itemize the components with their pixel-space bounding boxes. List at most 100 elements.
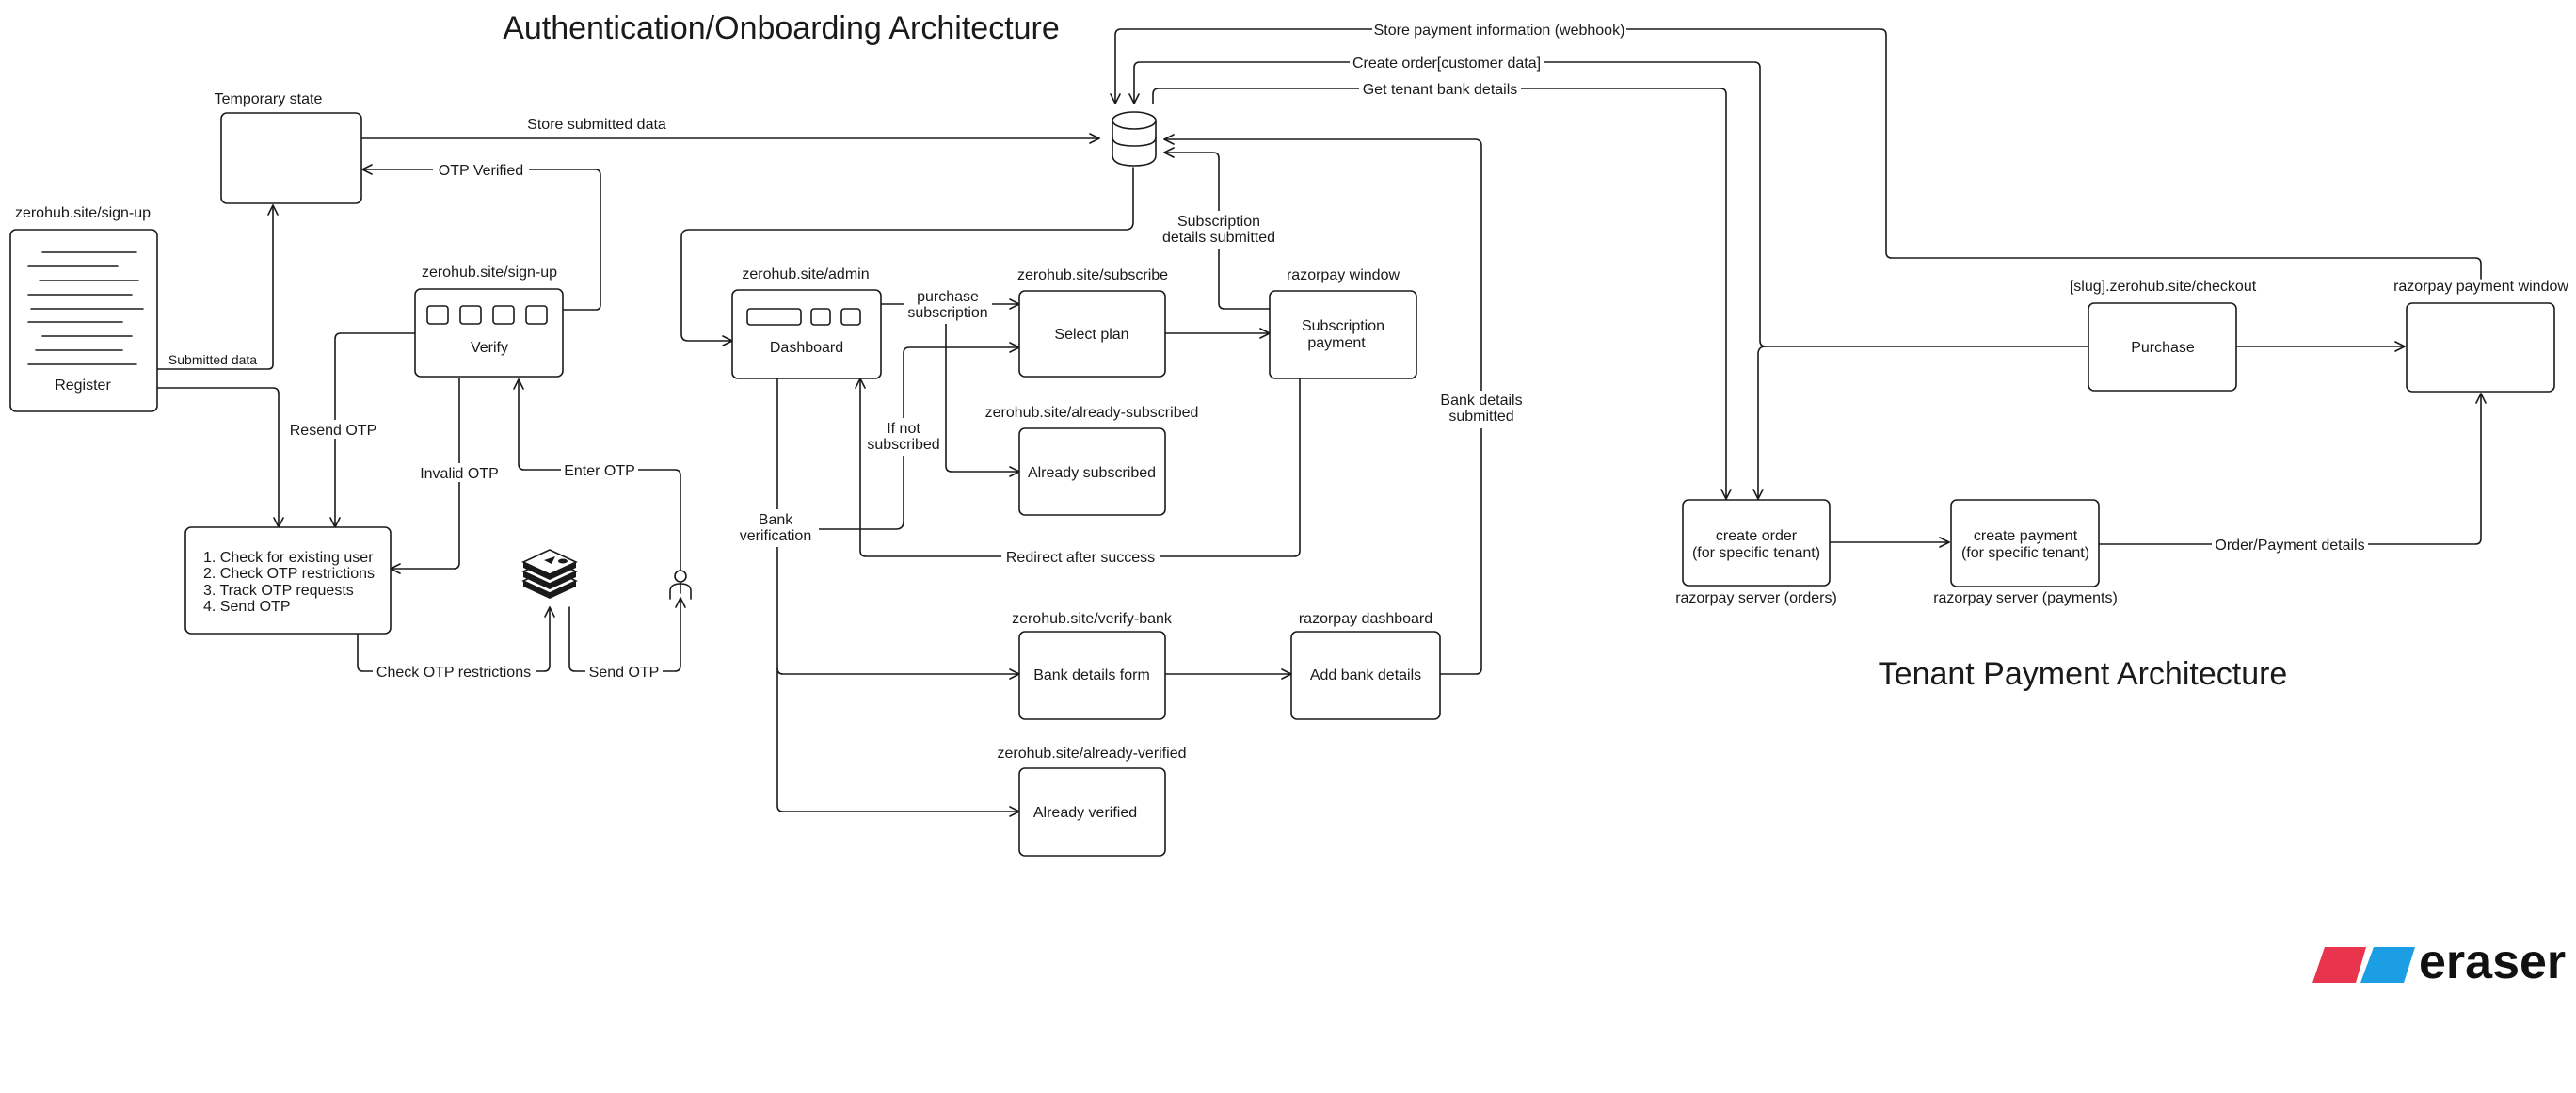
label-verification: verification <box>740 528 811 544</box>
database-icon <box>1112 111 1157 167</box>
label-purchase: purchase <box>917 289 979 305</box>
label-enter-otp: Enter OTP <box>564 463 635 479</box>
dashboard-label: Dashboard <box>770 340 843 356</box>
otp-input-icon <box>426 305 548 325</box>
edge-send-otp <box>568 597 686 672</box>
dashboard-caption: zerohub.site/admin <box>742 266 869 282</box>
eraser-logo: eraser <box>2312 935 2566 989</box>
verify-label: Verify <box>471 340 508 356</box>
redis-stack-icon <box>521 549 578 599</box>
verify-caption: zerohub.site/sign-up <box>422 265 557 281</box>
edges <box>156 28 2487 817</box>
payment-window-caption: razorpay payment window <box>2393 279 2568 295</box>
subscription-payment-node[interactable]: Subscription payment <box>1269 290 1417 379</box>
edge-store-payment-info <box>1110 28 2482 280</box>
already-subscribed-label: Already subscribed <box>1028 465 1156 481</box>
subscription-payment-label-1: Subscription <box>1302 318 1384 334</box>
label-subscription: subscription <box>907 305 987 321</box>
temporary-state-caption: Temporary state <box>215 91 323 107</box>
label-bank-details-submitted-2: submitted <box>1448 409 1513 425</box>
register-node[interactable]: Register <box>9 229 158 412</box>
edge-db-to-dashboard <box>680 167 1134 346</box>
create-order-label-2: (for specific tenant) <box>1692 545 1820 561</box>
edge-purchase-to-create-order <box>1752 346 1767 500</box>
checks-line-1: 1. Check for existing user <box>203 550 374 566</box>
user-icon <box>669 570 692 600</box>
create-payment-label-1: create payment <box>1974 528 2078 544</box>
tenant-architecture-title: Tenant Payment Architecture <box>1879 656 2288 692</box>
label-check-otp-restrictions: Check OTP restrictions <box>376 665 531 681</box>
label-get-tenant-bank-details: Get tenant bank details <box>1363 82 1518 98</box>
edge-register-to-checks <box>156 387 284 528</box>
add-bank-details-label: Add bank details <box>1310 667 1421 683</box>
verify-node[interactable]: Verify <box>414 288 564 378</box>
bank-form-caption: zerohub.site/verify-bank <box>1012 611 1173 627</box>
checks-line-2: 2. Check OTP restrictions <box>203 566 375 582</box>
register-caption: zerohub.site/sign-up <box>15 205 151 221</box>
purchase-label: Purchase <box>2131 340 2195 356</box>
create-order-caption: razorpay server (orders) <box>1675 590 1837 606</box>
logo-red-shape <box>2312 947 2366 983</box>
label-subscribed: subscribed <box>867 437 939 453</box>
subscription-payment-caption: razorpay window <box>1287 267 1400 283</box>
edge-labels: Submitted data Store submitted data OTP … <box>168 20 2368 681</box>
edge-get-tenant-bank-details <box>1152 88 1732 500</box>
label-submitted-data: Submitted data <box>168 352 257 367</box>
edge-to-already-subscribed <box>945 303 1020 477</box>
brand-wordmark: eraser <box>2419 935 2566 989</box>
purchase-node[interactable]: Purchase <box>2088 302 2237 392</box>
edge-resend-otp <box>329 332 416 528</box>
label-subscription-details-2: details submitted <box>1162 230 1275 246</box>
edge-otp-verified <box>361 164 601 311</box>
create-payment-label-2: (for specific tenant) <box>1961 545 2089 561</box>
checks-line-4: 4. Send OTP <box>203 599 291 615</box>
checks-line-3: 3. Track OTP requests <box>203 583 354 599</box>
add-bank-details-node[interactable]: Add bank details <box>1290 631 1441 720</box>
already-verified-label: Already verified <box>1033 805 1137 821</box>
label-if-not: If not <box>887 421 920 437</box>
payment-window-node[interactable] <box>2406 302 2555 393</box>
logo-blue-shape <box>2360 947 2415 983</box>
document-icon <box>27 251 144 365</box>
label-bank-details-submitted-1: Bank details <box>1440 393 1522 409</box>
bank-details-form-node[interactable]: Bank details form <box>1018 631 1166 720</box>
label-order-payment-details: Order/Payment details <box>2215 538 2364 554</box>
register-label: Register <box>55 378 111 394</box>
label-redirect-after-success: Redirect after success <box>1006 550 1155 566</box>
select-plan-label: Select plan <box>1054 327 1128 343</box>
already-verified-caption: zerohub.site/already-verified <box>998 746 1187 762</box>
edge-order-payment-details <box>2098 393 2487 545</box>
auth-architecture-title: Authentication/Onboarding Architecture <box>503 10 1060 46</box>
edge-invalid-otp <box>390 378 460 574</box>
temporary-state-node[interactable] <box>220 112 362 204</box>
label-subscription-details-1: Subscription <box>1177 214 1260 230</box>
label-resend-otp: Resend OTP <box>290 423 376 439</box>
already-verified-node[interactable]: Already verified <box>1018 767 1166 857</box>
create-order-label-1: create order <box>1716 528 1798 544</box>
bank-details-form-label: Bank details form <box>1033 667 1150 683</box>
select-plan-node[interactable]: Select plan <box>1018 290 1166 378</box>
create-payment-node[interactable]: create payment (for specific tenant) <box>1950 499 2100 587</box>
label-bank: Bank <box>759 512 793 528</box>
select-plan-caption: zerohub.site/subscribe <box>1017 267 1168 283</box>
create-payment-caption: razorpay server (payments) <box>1933 590 2118 606</box>
label-store-submitted-data: Store submitted data <box>527 117 666 133</box>
label-send-otp: Send OTP <box>589 665 660 681</box>
create-order-node[interactable]: create order (for specific tenant) <box>1682 499 1831 587</box>
dashboard-node[interactable]: Dashboard <box>731 289 882 379</box>
label-invalid-otp: Invalid OTP <box>420 466 499 482</box>
edge-to-already-verified <box>776 667 1020 817</box>
purchase-caption: [slug].zerohub.site/checkout <box>2070 279 2257 295</box>
already-subscribed-node[interactable]: Already subscribed <box>1018 427 1166 516</box>
edge-create-order-customer-data <box>1128 61 2089 347</box>
label-otp-verified: OTP Verified <box>439 163 523 179</box>
edge-submitted-data <box>156 204 279 370</box>
otp-checks-node[interactable]: 1. Check for existing user 2. Check OTP … <box>184 526 392 635</box>
add-bank-caption: razorpay dashboard <box>1299 611 1432 627</box>
label-create-order-customer-data: Create order[customer data] <box>1352 56 1541 72</box>
subscription-payment-label-2: payment <box>1307 335 1366 351</box>
toolbar-icon <box>746 308 861 326</box>
label-store-payment-info: Store payment information (webhook) <box>1374 23 1625 39</box>
already-subscribed-caption: zerohub.site/already-subscribed <box>985 405 1199 421</box>
